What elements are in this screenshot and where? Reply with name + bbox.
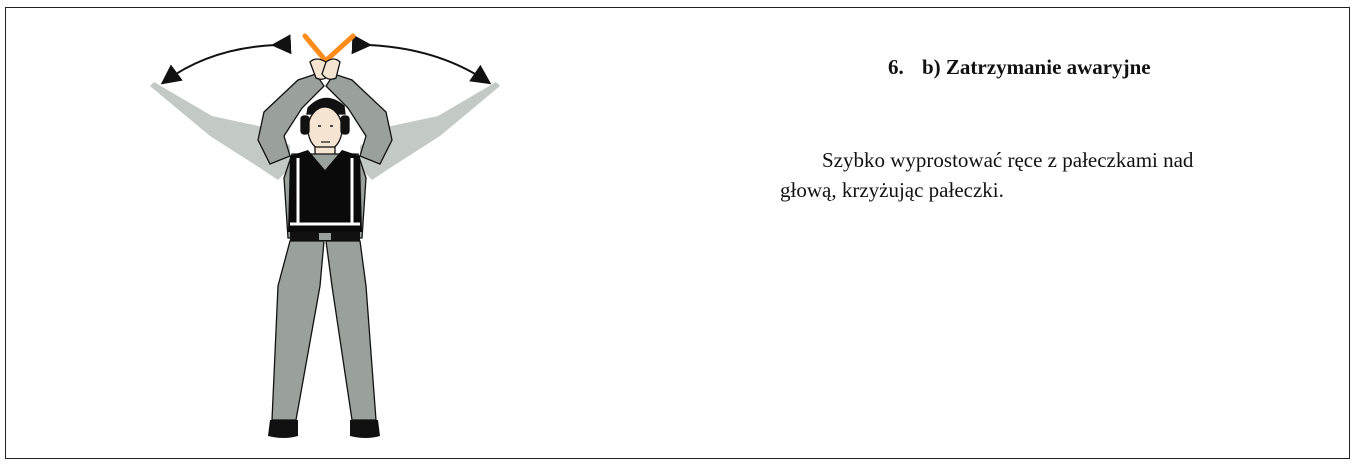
section-number: 6. bbox=[888, 55, 904, 79]
ghost-arm-left bbox=[150, 82, 290, 180]
description-line-2: głową, krzyżując pałeczki. bbox=[780, 178, 1004, 202]
motion-arrow-right bbox=[351, 34, 492, 85]
section-title: b) Zatrzymanie awaryjne bbox=[922, 55, 1151, 79]
marshaller-emergency-stop-icon bbox=[150, 33, 500, 438]
motion-arrow-left bbox=[160, 34, 292, 85]
description-paragraph: Szybko wyprostować ręce z pałeczkami nad… bbox=[780, 145, 1325, 205]
description-line-1: Szybko wyprostować ręce z pałeczkami nad bbox=[822, 148, 1194, 172]
section-heading: 6. b) Zatrzymanie awaryjne bbox=[888, 55, 1151, 80]
hands bbox=[309, 58, 341, 80]
ghost-arm-right bbox=[360, 82, 500, 180]
marshaller-figure bbox=[140, 28, 510, 448]
legs bbox=[271, 240, 377, 421]
raised-arms bbox=[257, 73, 393, 165]
reflective-vest bbox=[288, 150, 362, 232]
belt bbox=[290, 232, 360, 241]
shoes bbox=[268, 420, 380, 438]
page-frame bbox=[5, 7, 1350, 459]
head bbox=[300, 97, 350, 156]
